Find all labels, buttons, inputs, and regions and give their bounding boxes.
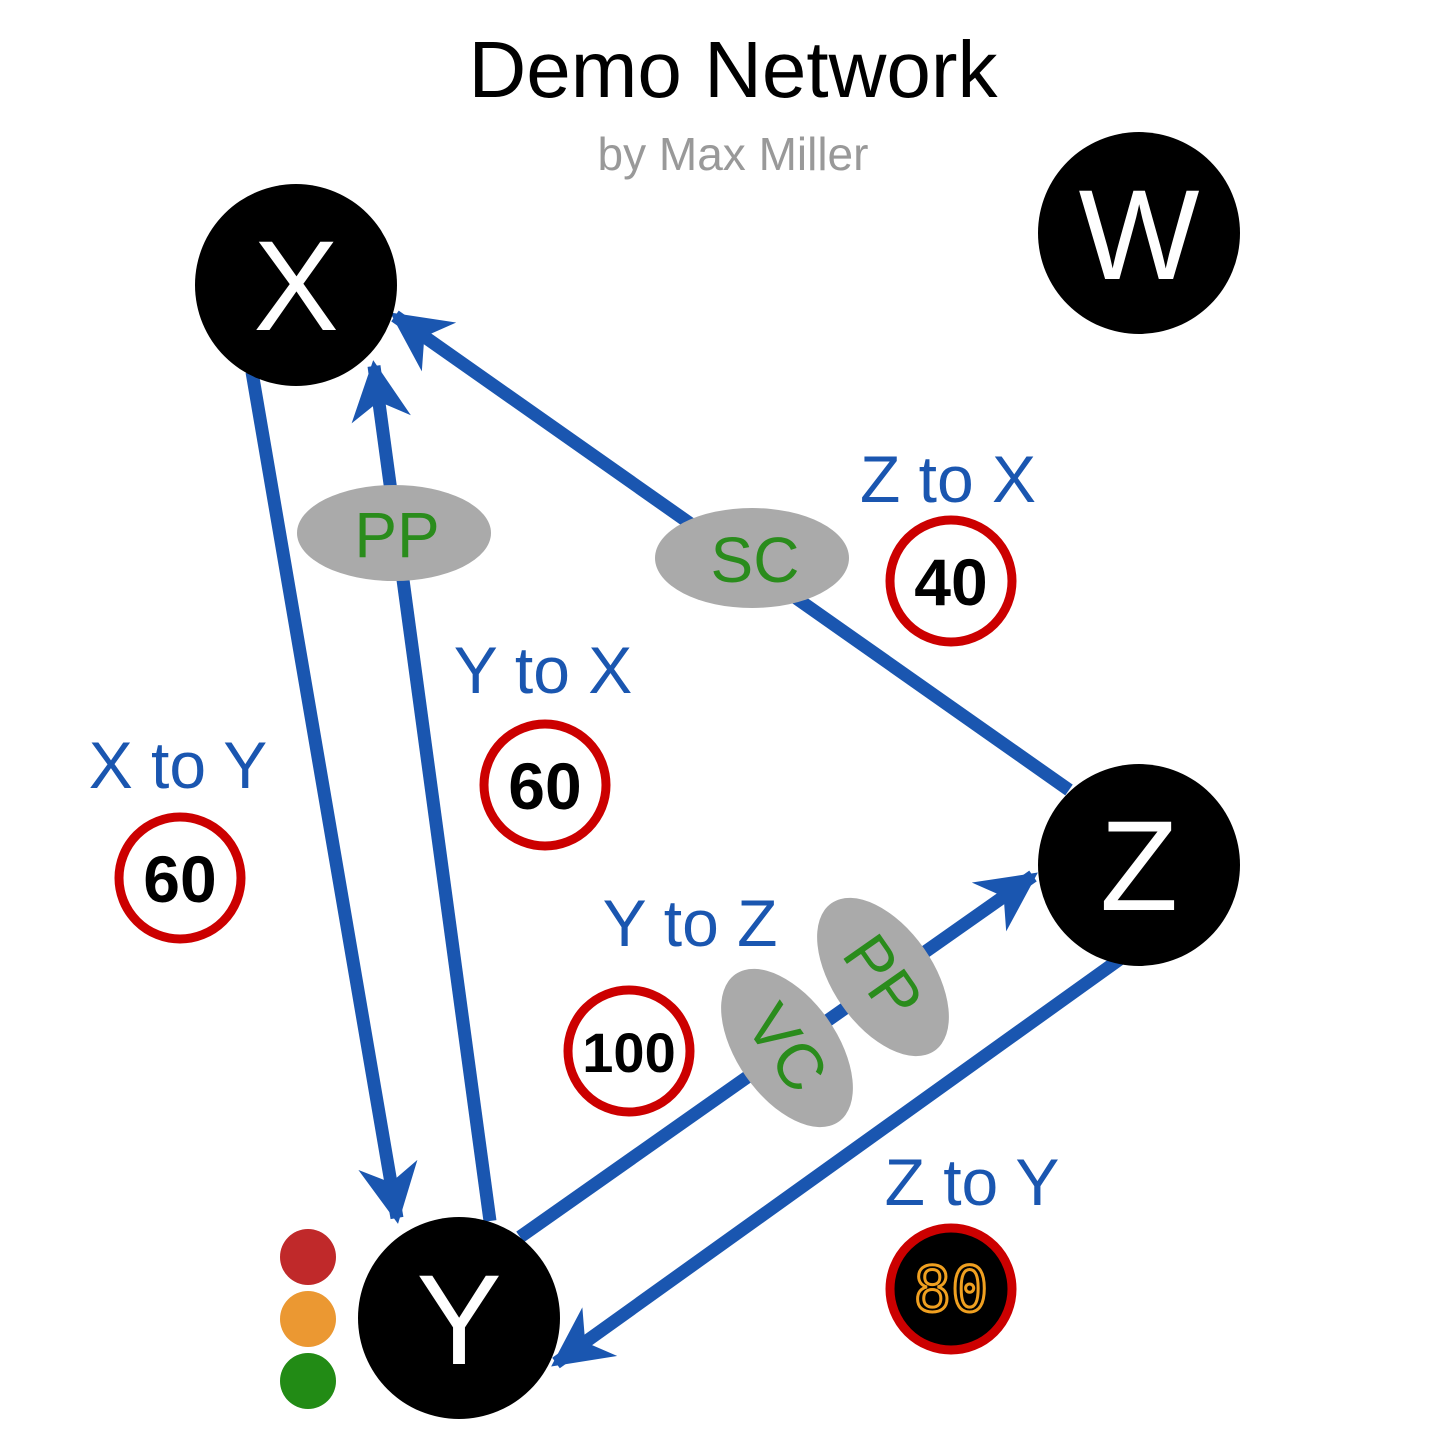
- page-title: Demo Network: [468, 25, 998, 114]
- speed-sign-x-to-y: 60: [114, 812, 246, 944]
- edge-tag-z-to-x: SC: [655, 508, 849, 608]
- node-y[interactable]: Y: [358, 1217, 560, 1419]
- speed-sign-z-to-x: 40: [885, 515, 1017, 647]
- traffic-light-red: [280, 1229, 336, 1285]
- edge-tag-z-to-x-text: SC: [711, 524, 800, 596]
- node-w[interactable]: W: [1038, 132, 1240, 334]
- edge-label-z-to-y: Z to Y: [885, 1145, 1060, 1219]
- node-y-label: Y: [416, 1249, 501, 1392]
- speed-sign-x-to-y-value: 60: [143, 842, 216, 916]
- node-x-label: X: [253, 215, 338, 358]
- traffic-light: [280, 1229, 336, 1409]
- edge-label-z-to-x: Z to X: [860, 442, 1036, 516]
- edge-x-to-y[interactable]: [245, 370, 418, 1224]
- speed-sign-z-to-x-value: 40: [914, 545, 987, 619]
- speed-sign-y-to-z: 100: [563, 985, 695, 1117]
- node-z[interactable]: Z: [1038, 764, 1240, 966]
- digital-speed-sign-z-to-y: 80: [885, 1223, 1017, 1355]
- node-x[interactable]: X: [195, 184, 397, 386]
- node-z-label: Z: [1100, 795, 1178, 938]
- speed-sign-y-to-x-value: 60: [508, 749, 581, 823]
- edge-tag-y-to-x: PP: [297, 485, 491, 581]
- traffic-light-green: [280, 1353, 336, 1409]
- edge-z-to-y[interactable]: [551, 948, 1131, 1369]
- digital-speed-sign-z-to-y-value: 80: [914, 1253, 989, 1326]
- traffic-light-amber: [280, 1291, 336, 1347]
- speed-sign-y-to-x: 60: [479, 719, 611, 851]
- edge-tag-y-to-x-text: PP: [354, 499, 439, 571]
- edge-label-y-to-x: Y to X: [454, 633, 633, 707]
- speed-sign-y-to-z-value: 100: [582, 1021, 675, 1084]
- page-subtitle: by Max Miller: [598, 128, 869, 180]
- edge-label-y-to-z: Y to Z: [603, 886, 778, 960]
- edge-label-x-to-y: X to Y: [89, 728, 268, 802]
- node-w-label: W: [1079, 164, 1200, 307]
